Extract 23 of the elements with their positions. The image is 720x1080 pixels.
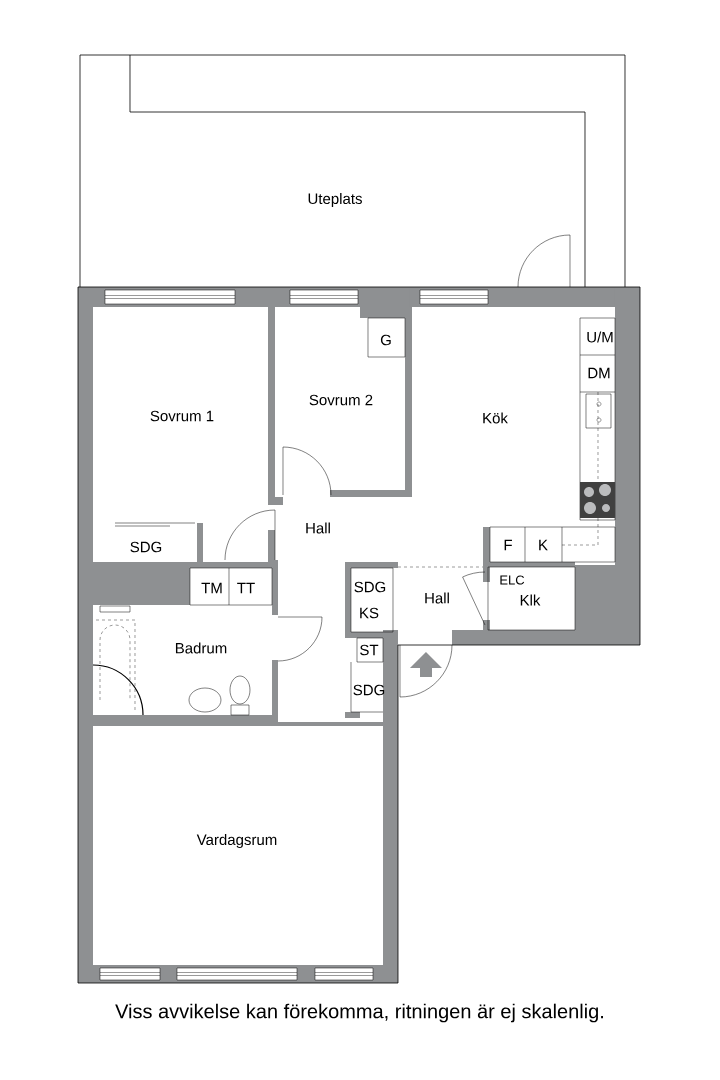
room-label: Sovrum 1 xyxy=(150,410,214,422)
fixture-label: U/M xyxy=(587,331,613,343)
room-label: Hall xyxy=(425,592,449,604)
caption: Viss avvikelse kan förekomma, ritningen är ej skalenlig. xyxy=(115,1003,603,1023)
room-label: Vardagsrum xyxy=(196,834,277,848)
room-label: Badrum xyxy=(175,642,227,654)
fixture-label: TM xyxy=(201,582,222,594)
fixture-label: K xyxy=(539,539,548,551)
closet-label: SDG xyxy=(130,541,162,553)
fixture-label: G xyxy=(380,334,391,346)
room-label: Sovrum 2 xyxy=(309,394,373,406)
closet-label: ST xyxy=(360,644,379,656)
area-label: Uteplats xyxy=(308,193,362,207)
closet-label: SDG xyxy=(353,684,385,696)
room-label: Hall xyxy=(306,522,330,534)
fixture-label: TT xyxy=(237,582,255,594)
fixture-label: F xyxy=(504,539,512,551)
room-label: Klk xyxy=(520,594,541,606)
closet-label: KS xyxy=(360,607,379,619)
fixture-label: DM xyxy=(588,367,610,379)
fixture-label: ELC xyxy=(500,575,525,585)
room-label: Kök xyxy=(483,412,508,424)
closet-label: SDG xyxy=(354,581,386,593)
